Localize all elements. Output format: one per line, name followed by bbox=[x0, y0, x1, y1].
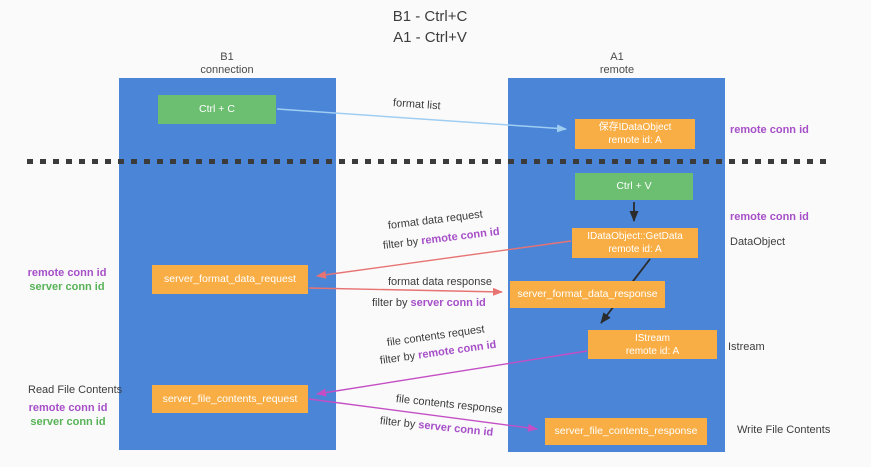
format-list-label: format list bbox=[392, 97, 441, 113]
filter-by-text: filter by bbox=[379, 415, 416, 431]
format-data-response-arrow bbox=[308, 287, 503, 296]
server-conn-id-label-bottom-left: server conn id bbox=[30, 415, 106, 428]
column-header-b1: B1 connection bbox=[152, 51, 302, 77]
server-file-contents-response-box: server_file_contents_response bbox=[545, 418, 707, 445]
filter-by-server-conn-id-label-2: filter by server conn id bbox=[379, 415, 493, 439]
server-format-data-response-box: server_format_data_response bbox=[510, 281, 665, 308]
filter-by-text: filter by bbox=[382, 235, 419, 252]
istream-line2: remote id: A bbox=[625, 345, 680, 357]
remote-conn-id-label-top-right: remote conn id bbox=[730, 124, 809, 136]
remote-conn-id-label-mid-right: remote conn id bbox=[730, 211, 809, 223]
idataobject-getdata-box: IDataObject::GetData remote id: A bbox=[572, 228, 698, 258]
istream-line1: IStream bbox=[634, 332, 670, 344]
column-header-a1: A1 remote bbox=[542, 51, 692, 77]
write-file-contents-label: Write File Contents bbox=[737, 424, 831, 436]
title-line-2: A1 - Ctrl+V bbox=[393, 29, 467, 46]
file-contents-response-label: file contents response bbox=[395, 393, 504, 417]
ctrl-v-box: Ctrl + V bbox=[575, 173, 693, 200]
page-title: B1 - Ctrl+C A1 - Ctrl+V bbox=[330, 6, 530, 48]
title-line-1: B1 - Ctrl+C bbox=[392, 8, 468, 25]
server-format-data-request-box: server_format_data_request bbox=[152, 265, 308, 294]
server-conn-id-text: server conn id bbox=[417, 419, 494, 439]
remote-conn-id-label-left: remote conn id bbox=[27, 267, 107, 279]
bottom-left-conn-id-labels: remote conn id server conn id bbox=[28, 402, 108, 429]
read-file-contents-label: Read File Contents bbox=[28, 384, 123, 396]
server-format-data-response-label: server_format_data_response bbox=[517, 288, 658, 300]
session-separator-dashed-line bbox=[27, 159, 833, 164]
ctrl-v-label: Ctrl + V bbox=[616, 180, 652, 192]
getdata-line2: remote id: A bbox=[608, 244, 662, 255]
column-b1-role: connection bbox=[200, 64, 254, 76]
server-conn-id-text: server conn id bbox=[410, 297, 486, 309]
column-a1-role: remote bbox=[599, 64, 635, 76]
left-conn-id-labels: remote conn id server conn id bbox=[25, 267, 109, 294]
remote-conn-id-label-bottom-left: remote conn id bbox=[28, 402, 108, 414]
filter-by-text: filter by bbox=[379, 350, 416, 367]
save-idataobject-line2: remote id: A bbox=[608, 135, 662, 146]
server-file-contents-response-label: server_file_contents_response bbox=[554, 425, 698, 437]
server-file-contents-request-box: server_file_contents_request bbox=[152, 385, 308, 413]
remote-conn-id-text: remote conn id bbox=[420, 225, 501, 248]
column-a1-name: A1 bbox=[610, 51, 624, 63]
istream-box: IStream remote id: A bbox=[588, 330, 717, 359]
getdata-line1: IDataObject::GetData bbox=[587, 231, 683, 242]
server-file-contents-request-label: server_file_contents_request bbox=[162, 392, 298, 405]
server-conn-id-label-left: server conn id bbox=[29, 280, 105, 293]
column-b1-name: B1 bbox=[220, 51, 234, 63]
ctrl-c-label: Ctrl + C bbox=[199, 103, 235, 115]
istream-side-label: Istream bbox=[728, 341, 765, 353]
format-data-response-label: format data response bbox=[388, 276, 492, 288]
ctrl-c-box: Ctrl + C bbox=[158, 95, 276, 124]
server-format-data-request-label: server_format_data_request bbox=[164, 273, 296, 285]
dataobject-label: DataObject bbox=[730, 236, 786, 248]
save-idataobject-line1: 保存IDataObject bbox=[598, 122, 672, 133]
save-idataobject-box: 保存IDataObject remote id: A bbox=[575, 119, 695, 149]
filter-by-text: filter by bbox=[372, 297, 408, 309]
filter-by-server-conn-id-label-1: filter by server conn id bbox=[372, 297, 486, 309]
